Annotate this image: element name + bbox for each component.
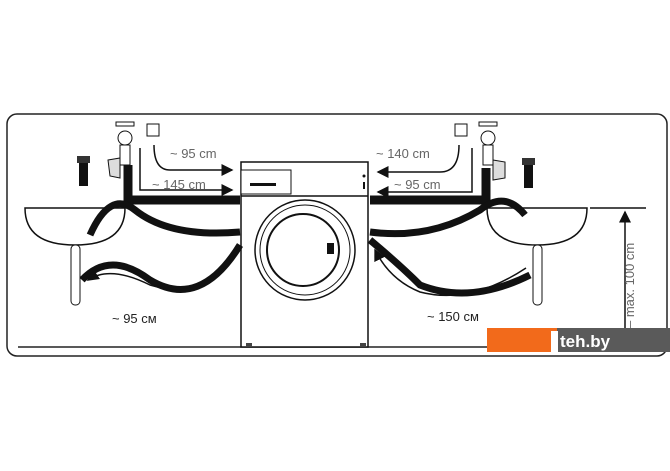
washing-machine	[240, 161, 369, 348]
label-left-drain-top: ~ 95 cm	[170, 146, 217, 161]
watermark-text: teh.by	[560, 332, 611, 351]
drain-hose-left	[86, 200, 241, 237]
bolt-icon	[79, 158, 88, 186]
siphon-right	[532, 244, 543, 306]
faucet-right	[454, 121, 506, 181]
inlet-hose-left	[123, 165, 240, 205]
left-installation	[24, 121, 243, 306]
label-right-inlet: ~ 95 cm	[394, 177, 441, 192]
drain-hose-right	[369, 197, 528, 238]
socket-icon	[454, 123, 468, 137]
socket-icon	[146, 123, 160, 137]
label-right-drain-top: ~ 140 cm	[376, 146, 430, 161]
bolt-icon	[524, 162, 533, 188]
label-left-drain-hose: ~ 95 см	[112, 311, 157, 326]
right-installation	[367, 121, 646, 330]
label-left-inlet: ~ 145 cm	[152, 177, 206, 192]
watermark-logo: teh.by	[487, 328, 670, 352]
inlet-hose-right	[370, 168, 491, 205]
label-right-drain-hose: ~ 150 см	[427, 309, 479, 324]
siphon-left	[70, 244, 81, 306]
faucet-left	[107, 121, 160, 179]
label-max-height: – max. 100 cm	[622, 243, 637, 328]
